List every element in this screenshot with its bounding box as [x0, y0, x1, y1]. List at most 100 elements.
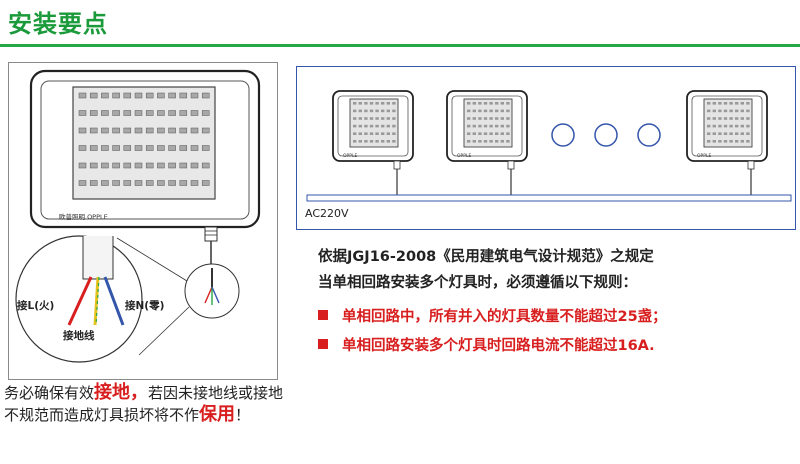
led-chip: [123, 110, 132, 116]
led-chip: [101, 110, 109, 116]
led-chip: [78, 180, 87, 186]
led-chip: [101, 180, 109, 186]
led-chip: [78, 145, 87, 151]
floodlight-wiring-figure: 欧普照明 OPPLE 接L(火) 接N(零) 接地线: [8, 62, 278, 380]
led-chip: [123, 162, 132, 169]
warning-emphasis: 接地，: [94, 382, 149, 403]
led-chip: [157, 145, 165, 151]
led-chip: [201, 180, 210, 186]
led-chip: [89, 92, 98, 99]
ac-power-line: [306, 194, 792, 202]
led-chip: [168, 92, 176, 99]
led-chip: [123, 180, 132, 186]
led-chip: [89, 145, 98, 151]
led-chip: [157, 162, 165, 169]
ellipsis-circle-3: [637, 123, 661, 147]
bullet-square-icon: [318, 310, 328, 320]
led-chip: [179, 162, 188, 169]
neutral-label: 接N(零): [125, 299, 164, 312]
regulation-intro: 依据JGJ16-2008《民用建筑电气设计规范》之规定: [318, 249, 654, 265]
warning-text: 务必确保有效: [4, 384, 95, 402]
led-chip: [168, 162, 176, 169]
led-chip: [179, 92, 188, 99]
led-chip: [145, 92, 154, 99]
led-chip: [112, 180, 120, 186]
led-chip: [112, 145, 120, 151]
led-chip: [190, 127, 199, 134]
ground-wire-green: [95, 276, 100, 326]
warning-text: 若因未接地线或接地不规范而造成灯具损坏将不作: [4, 384, 284, 424]
led-chip: [145, 145, 154, 151]
ellipsis-circle-2: [594, 123, 618, 147]
live-wire: [67, 276, 93, 326]
led-chip: [168, 110, 176, 116]
rule-item: 单相回路安装多个灯具时回路电流不能超过16A.: [318, 334, 655, 355]
led-chip: [190, 180, 199, 186]
regulation-condition: 当单相回路安装多个灯具时，必须遵循以下规则：: [318, 275, 637, 291]
led-chip: [168, 145, 176, 151]
ground-label: 接地线: [63, 329, 95, 342]
led-chip: [89, 180, 98, 186]
voltage-label: AC220V: [305, 207, 349, 220]
led-chip: [101, 92, 109, 99]
led-chip: [112, 162, 120, 169]
led-chip: [168, 127, 176, 134]
rule-item-text: 单相回路中，所有并入的灯具数量不能超过25盏；: [342, 309, 667, 325]
parallel-wiring-figure: OPPLE OPPLE OPPLE AC220V: [296, 66, 796, 230]
warning-text: ！: [235, 406, 251, 424]
led-chip: [190, 92, 199, 99]
floodlight-unit-1: OPPLE: [332, 90, 414, 195]
led-chip: [201, 110, 210, 116]
header-divider: [0, 44, 800, 47]
led-chip: [112, 110, 120, 116]
floodlight-brand-label: OPPLE: [457, 153, 471, 159]
led-chip: [157, 127, 165, 134]
rule-item: 单相回路中，所有并入的灯具数量不能超过25盏；: [318, 305, 667, 326]
led-chip: [145, 110, 154, 116]
floodlight-unit-3: OPPLE: [686, 90, 768, 195]
led-chip: [168, 180, 176, 186]
led-chip: [101, 127, 109, 134]
led-chip: [134, 162, 143, 169]
led-chip: [134, 145, 143, 151]
led-chip: [190, 110, 199, 116]
rule-item-text: 单相回路安装多个灯具时回路电流不能超过16A.: [342, 338, 655, 354]
led-chip: [112, 127, 120, 134]
led-chip: [123, 92, 132, 99]
led-chip: [101, 162, 109, 169]
floodlight-unit-2: OPPLE: [446, 90, 528, 195]
page-title: 安装要点: [8, 10, 108, 38]
parallel-wiring-diagram: OPPLE OPPLE OPPLE AC220V: [305, 90, 792, 220]
led-chip: [134, 92, 143, 99]
led-chip: [78, 110, 87, 116]
led-chip: [89, 127, 98, 134]
led-chip: [201, 162, 210, 169]
led-chip: [157, 92, 165, 99]
led-chip: [112, 92, 120, 99]
grounding-warning: 务必确保有效接地，若因未接地线或接地不规范而造成灯具损坏将不作保用！: [4, 382, 290, 426]
led-chip: [190, 145, 199, 151]
led-chip: [179, 110, 188, 116]
led-chip: [134, 110, 143, 116]
led-chip: [78, 92, 87, 99]
led-chip: [145, 162, 154, 169]
led-chip: [78, 127, 87, 134]
floodlight-brand-label: OPPLE: [343, 153, 357, 159]
floodlight-frame: [40, 80, 250, 220]
led-chip: [190, 162, 199, 169]
led-grid: [78, 92, 210, 186]
led-chip: [89, 162, 98, 169]
led-chip: [157, 180, 165, 186]
led-chip: [179, 180, 188, 186]
cable-gland: [204, 226, 218, 242]
led-chip: [145, 180, 154, 186]
led-chip: [201, 127, 210, 134]
warning-emphasis: 保用: [199, 404, 236, 425]
ellipsis-circle-1: [551, 123, 575, 147]
led-chip: [78, 162, 87, 169]
led-chip: [134, 127, 143, 134]
bullet-square-icon: [318, 339, 328, 349]
ground-wire-yellow: [93, 276, 100, 326]
floodlight-brand-label: 欧普照明 OPPLE: [59, 212, 108, 221]
led-chip: [179, 145, 188, 151]
